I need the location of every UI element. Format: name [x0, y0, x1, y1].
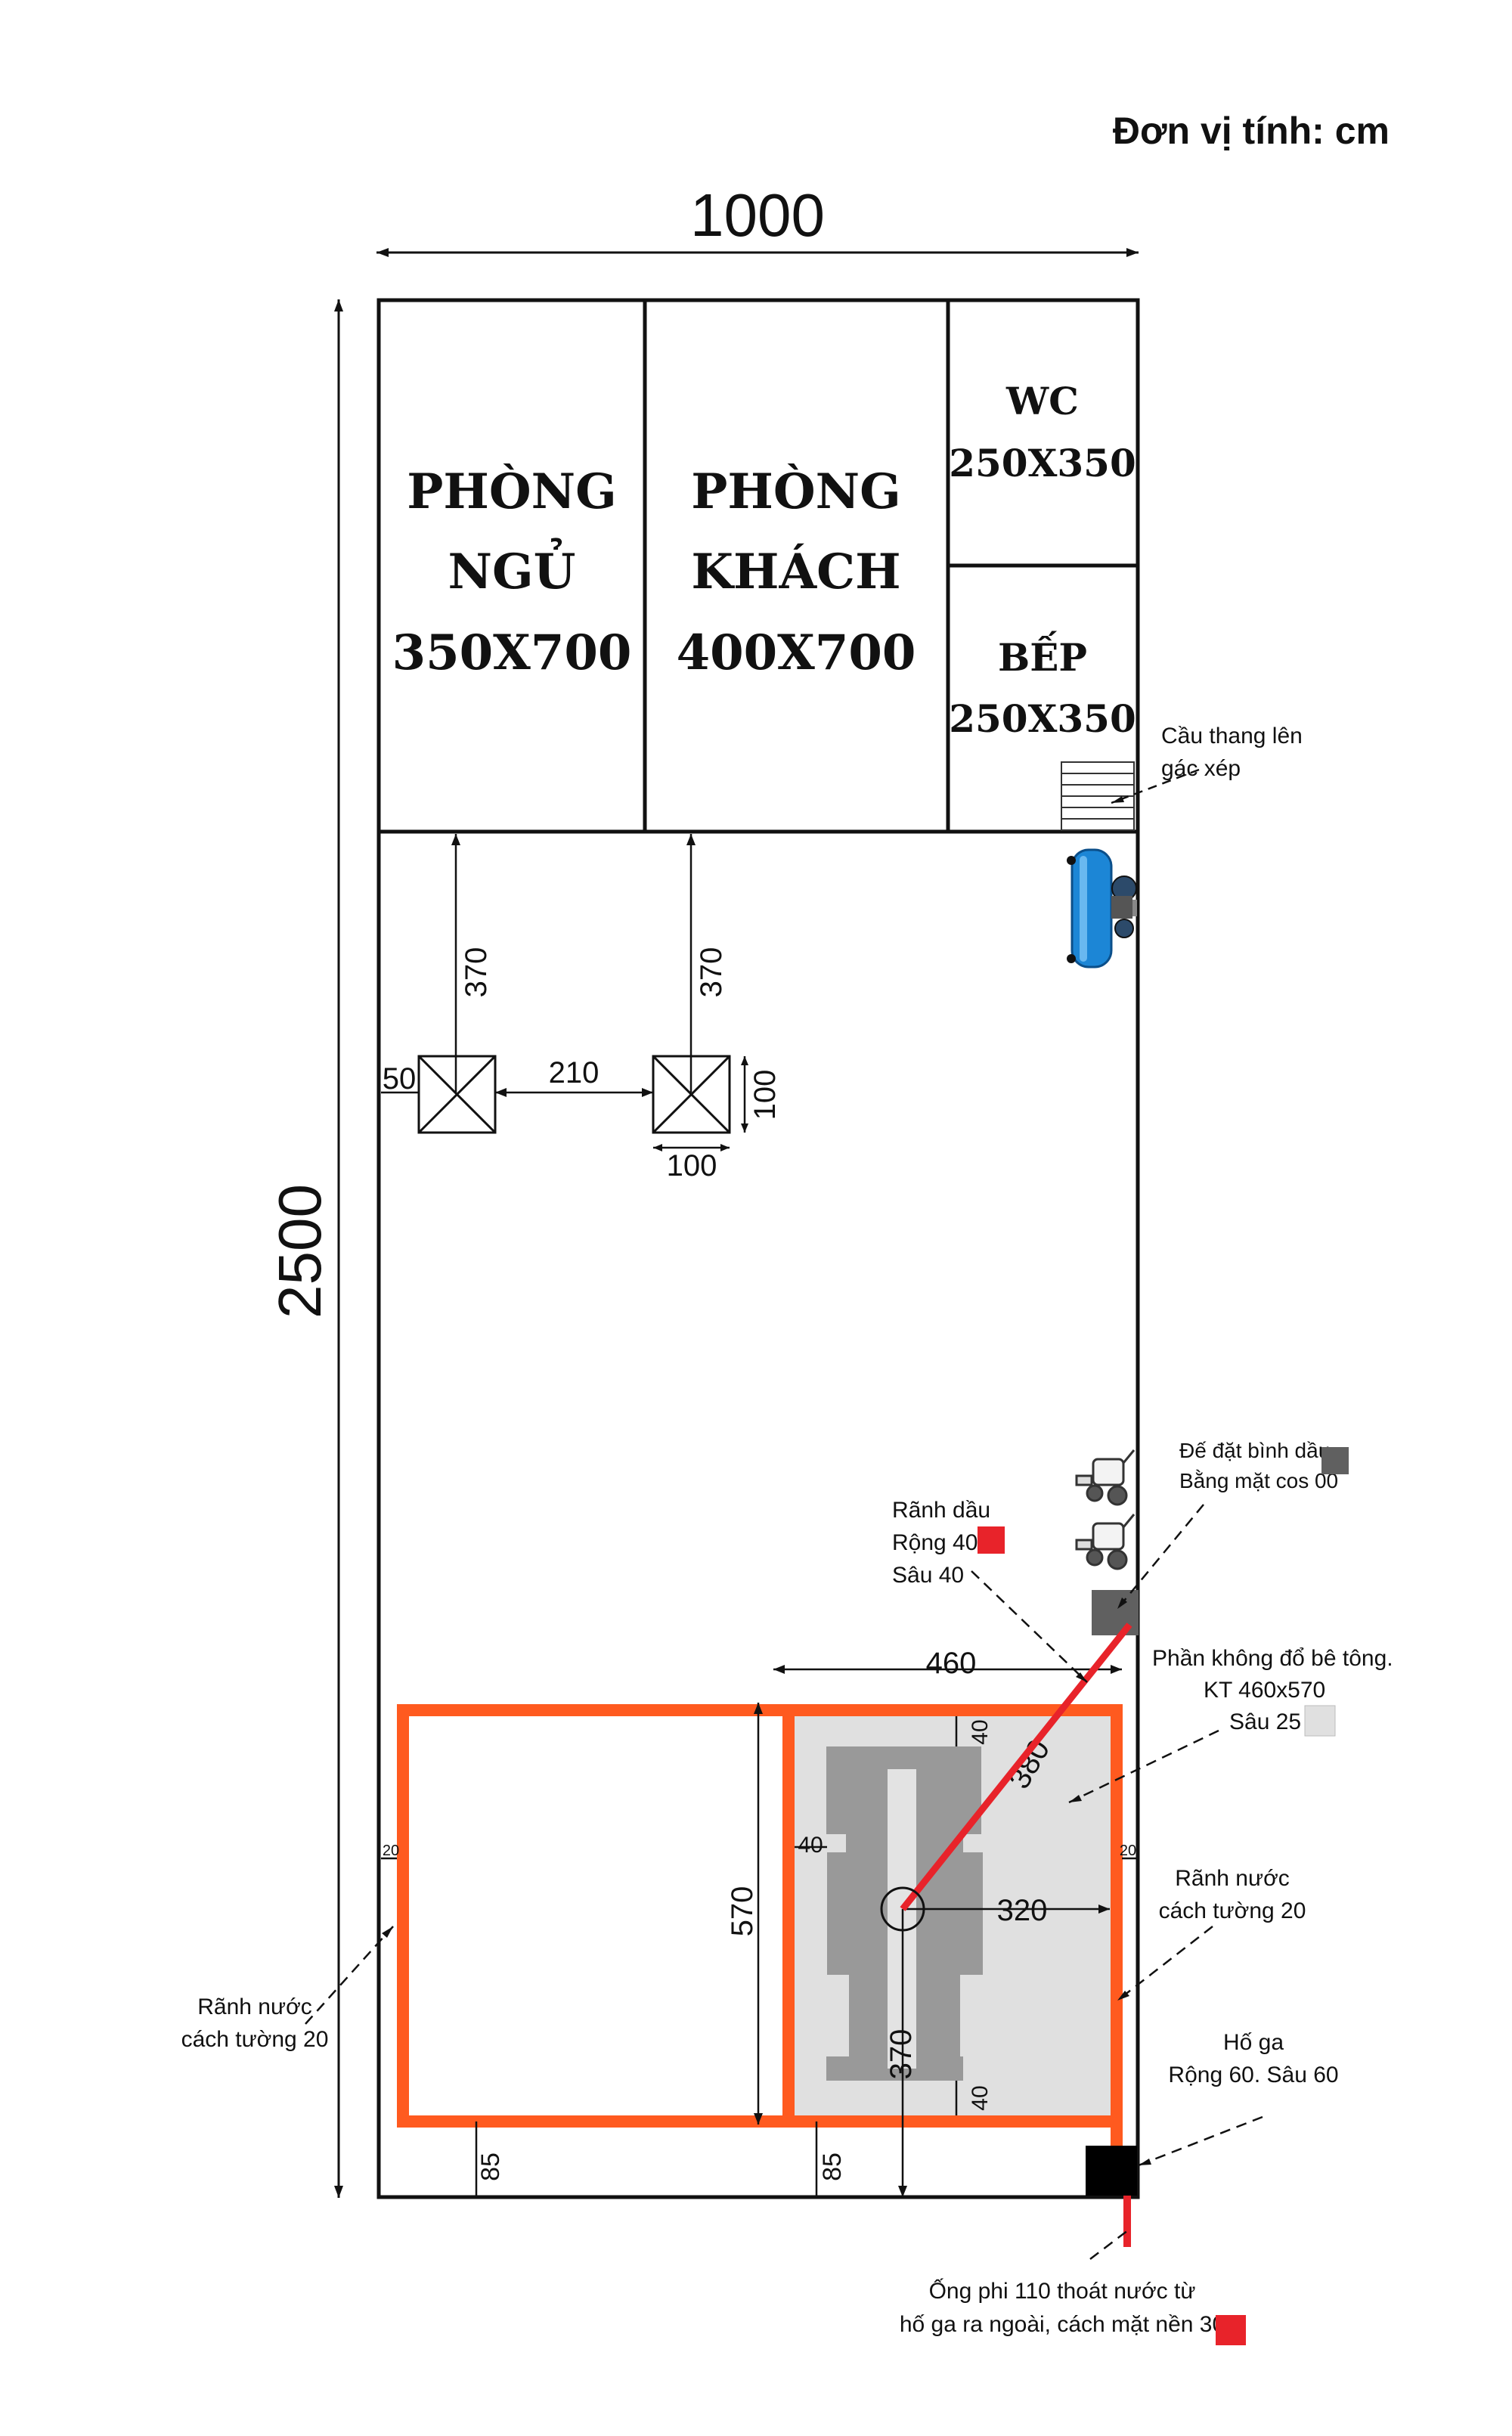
pit-left-margin-dim: 40 — [798, 1833, 823, 1858]
center-bottom-dim: 370 — [885, 2029, 918, 2080]
oil-trench-line1: Rãnh dầu — [892, 1498, 990, 1523]
room-bedroom: PHÒNG NGỦ 350X700 — [392, 463, 632, 681]
no-concrete-annotation: Phần không đổ bê tông. KT 460x570 Sâu 25 — [1068, 1646, 1393, 1804]
living-name-line1: PHÒNG — [691, 463, 901, 520]
drain-right-line2: cách tường 20 — [1159, 1898, 1306, 1923]
pressure-washer-icon-1 — [1075, 1449, 1136, 1506]
height-dimension: 2500 — [266, 299, 343, 2198]
kitchen-size: 250X350 — [949, 696, 1136, 741]
oil-trench-swatch — [978, 1526, 1005, 1554]
oil-base-annotation: Đế đặt bình dầu Bằng mặt cos 00 — [1117, 1439, 1349, 1610]
unit-label: Đơn vị tính: cm — [1113, 110, 1390, 152]
manhole — [1086, 2146, 1137, 2196]
bedroom-size: 350X700 — [392, 624, 632, 681]
col-spacing-dim: 210 — [549, 1056, 600, 1089]
stairs-icon — [1061, 761, 1135, 831]
pipe-line2: hố ga ra ngoài, cách mặt nền 30 — [900, 2312, 1225, 2337]
lift-center-circle — [880, 1886, 925, 1932]
pit-height-dim: 570 — [726, 1886, 759, 1937]
manhole-line2: Rộng 60. Sâu 60 — [1168, 2063, 1338, 2087]
pit-dimensions — [381, 1665, 1137, 2197]
pit-bottom-margin-dim: 40 — [968, 2085, 993, 2110]
col1-left-dim: 50 — [383, 1062, 417, 1096]
drain-right-annotation: Rãnh nước cách tường 20 — [1117, 1866, 1306, 2001]
center-right-dim: 320 — [997, 1894, 1048, 1927]
pit-top-margin-dim: 40 — [968, 1719, 993, 1744]
no-concrete-line2: KT 460x570 — [1204, 1678, 1325, 1703]
oil-trench-line — [900, 1622, 1132, 1911]
drain-right-line1: Rãnh nước — [1175, 1866, 1290, 1891]
stairs-annotation: Cầu thang lên gác xép — [1111, 724, 1303, 804]
col2-top-dim: 370 — [695, 947, 728, 998]
no-concrete-swatch — [1304, 1705, 1336, 1737]
air-compressor-icon — [1067, 848, 1137, 969]
column-1 — [417, 1055, 497, 1134]
col1-top-dim: 370 — [460, 947, 493, 998]
pit-width-dim: 460 — [926, 1647, 977, 1680]
bottom-left-85-dim: 85 — [476, 2152, 505, 2181]
living-name-line2: KHÁCH — [691, 544, 900, 600]
room-walls — [379, 300, 1138, 834]
no-concrete-line1: Phần không đổ bê tông. — [1152, 1646, 1393, 1671]
width-total-label: 1000 — [690, 181, 825, 249]
stairs-line1: Cầu thang lên — [1161, 724, 1303, 748]
building-outline — [376, 298, 1140, 2199]
bedroom-name-line1: PHÒNG — [407, 463, 617, 520]
drain-left-annotation: Rãnh nước cách tường 20 — [181, 1926, 394, 2052]
pipe-annotation: Ống phi 110 thoát nước từ hố ga ra ngoài… — [900, 2230, 1246, 2345]
col-height-dim: 100 — [748, 1070, 782, 1120]
oil-base-line1: Đế đặt bình dầu — [1179, 1439, 1330, 1462]
room-living: PHÒNG KHÁCH 400X700 — [677, 463, 916, 681]
wc-size: 250X350 — [949, 441, 1136, 485]
column-dimensions — [381, 834, 748, 1151]
oil-trench-line2: Rộng 40 — [892, 1530, 978, 1555]
width-dimension: 1000 — [376, 181, 1139, 257]
kitchen-name: BẾP — [998, 630, 1087, 680]
oil-base-swatch — [1321, 1447, 1349, 1474]
oil-tank-base — [1092, 1590, 1139, 1635]
stairs-line2: gác xép — [1161, 756, 1241, 781]
pipe-swatch — [1216, 2315, 1246, 2345]
drain-left-line1: Rãnh nước — [197, 1994, 312, 2019]
bedroom-name-line2: NGỦ — [448, 538, 576, 600]
pipe-line1: Ống phi 110 thoát nước từ — [929, 2278, 1196, 2304]
oil-base-line2: Bằng mặt cos 00 — [1179, 1469, 1338, 1492]
room-kitchen: BẾP 250X350 — [949, 630, 1136, 741]
height-total-label: 2500 — [266, 1184, 333, 1319]
drain-left-gap-dim: 20 — [383, 1842, 399, 1859]
no-concrete-line3: Sâu 25 — [1229, 1709, 1301, 1734]
room-wc: WC 250X350 — [949, 379, 1136, 485]
drain-left-line2: cách tường 20 — [181, 2027, 329, 2052]
wc-name: WC — [1005, 379, 1079, 423]
bottom-mid-85-dim: 85 — [818, 2152, 847, 2181]
manhole-annotation: Hố ga Rộng 60. Sâu 60 — [1138, 2030, 1339, 2167]
oil-trench-line3: Sâu 40 — [892, 1563, 964, 1588]
drain-right-gap-dim: 20 — [1120, 1842, 1136, 1859]
col-width-dim: 100 — [667, 1149, 717, 1182]
manhole-line1: Hố ga — [1223, 2030, 1284, 2055]
lift-cutouts — [826, 1834, 983, 2056]
pressure-washer-icon-2 — [1075, 1514, 1136, 1570]
oil-trench-annotation: Rãnh dầu Rộng 40 Sâu 40 — [892, 1498, 1088, 1683]
living-size: 400X700 — [677, 624, 916, 681]
